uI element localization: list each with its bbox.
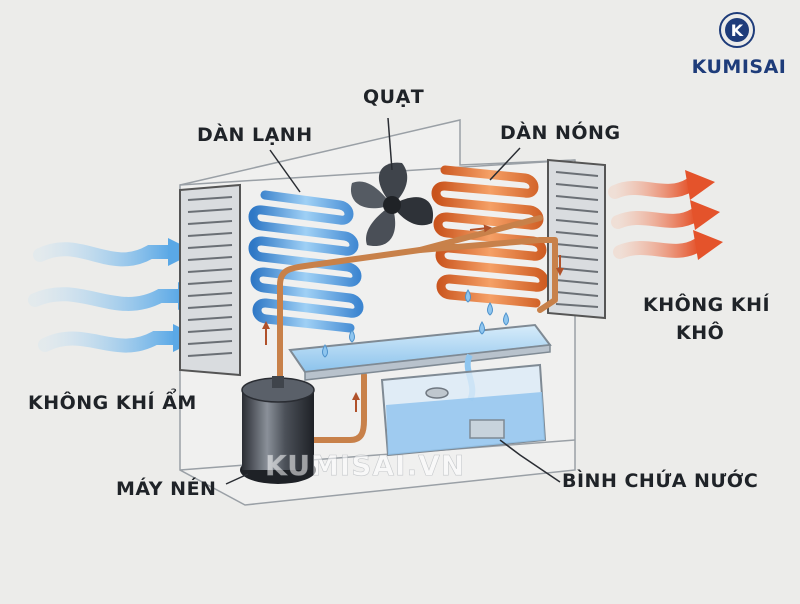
dry-air-flow <box>608 170 723 260</box>
leader-lines <box>225 117 561 485</box>
label-cold-coil: DÀN LẠNH <box>197 124 313 146</box>
label-dry-air-line2: KHÔ <box>676 322 725 344</box>
water-drops <box>322 289 509 358</box>
flow-arrows <box>262 224 564 412</box>
label-hot-coil: DÀN NÓNG <box>500 122 621 144</box>
compressor <box>240 376 316 484</box>
label-water-tank: BÌNH CHỨA NƯỚC <box>562 470 759 492</box>
label-fan: QUẠT <box>363 86 425 108</box>
refrigerant-pipes <box>277 215 558 443</box>
watermark: KUMISAI.VN <box>265 449 465 482</box>
water-tank <box>380 363 547 457</box>
brand-logo: K <box>719 12 755 48</box>
hot-coil <box>431 165 549 308</box>
label-humid-air: KHÔNG KHÍ ẨM <box>28 392 197 414</box>
label-compressor: MÁY NÉN <box>116 478 217 500</box>
logo-letter: K <box>731 21 744 40</box>
logo-text: KUMISAI <box>691 56 787 78</box>
cold-coil <box>248 190 364 333</box>
intake-filter <box>179 183 241 377</box>
label-dry-air-line1: KHÔNG KHÍ <box>643 294 771 316</box>
fan-icon <box>350 162 434 247</box>
exhaust-filter <box>547 158 606 320</box>
drip-tray <box>288 323 552 381</box>
